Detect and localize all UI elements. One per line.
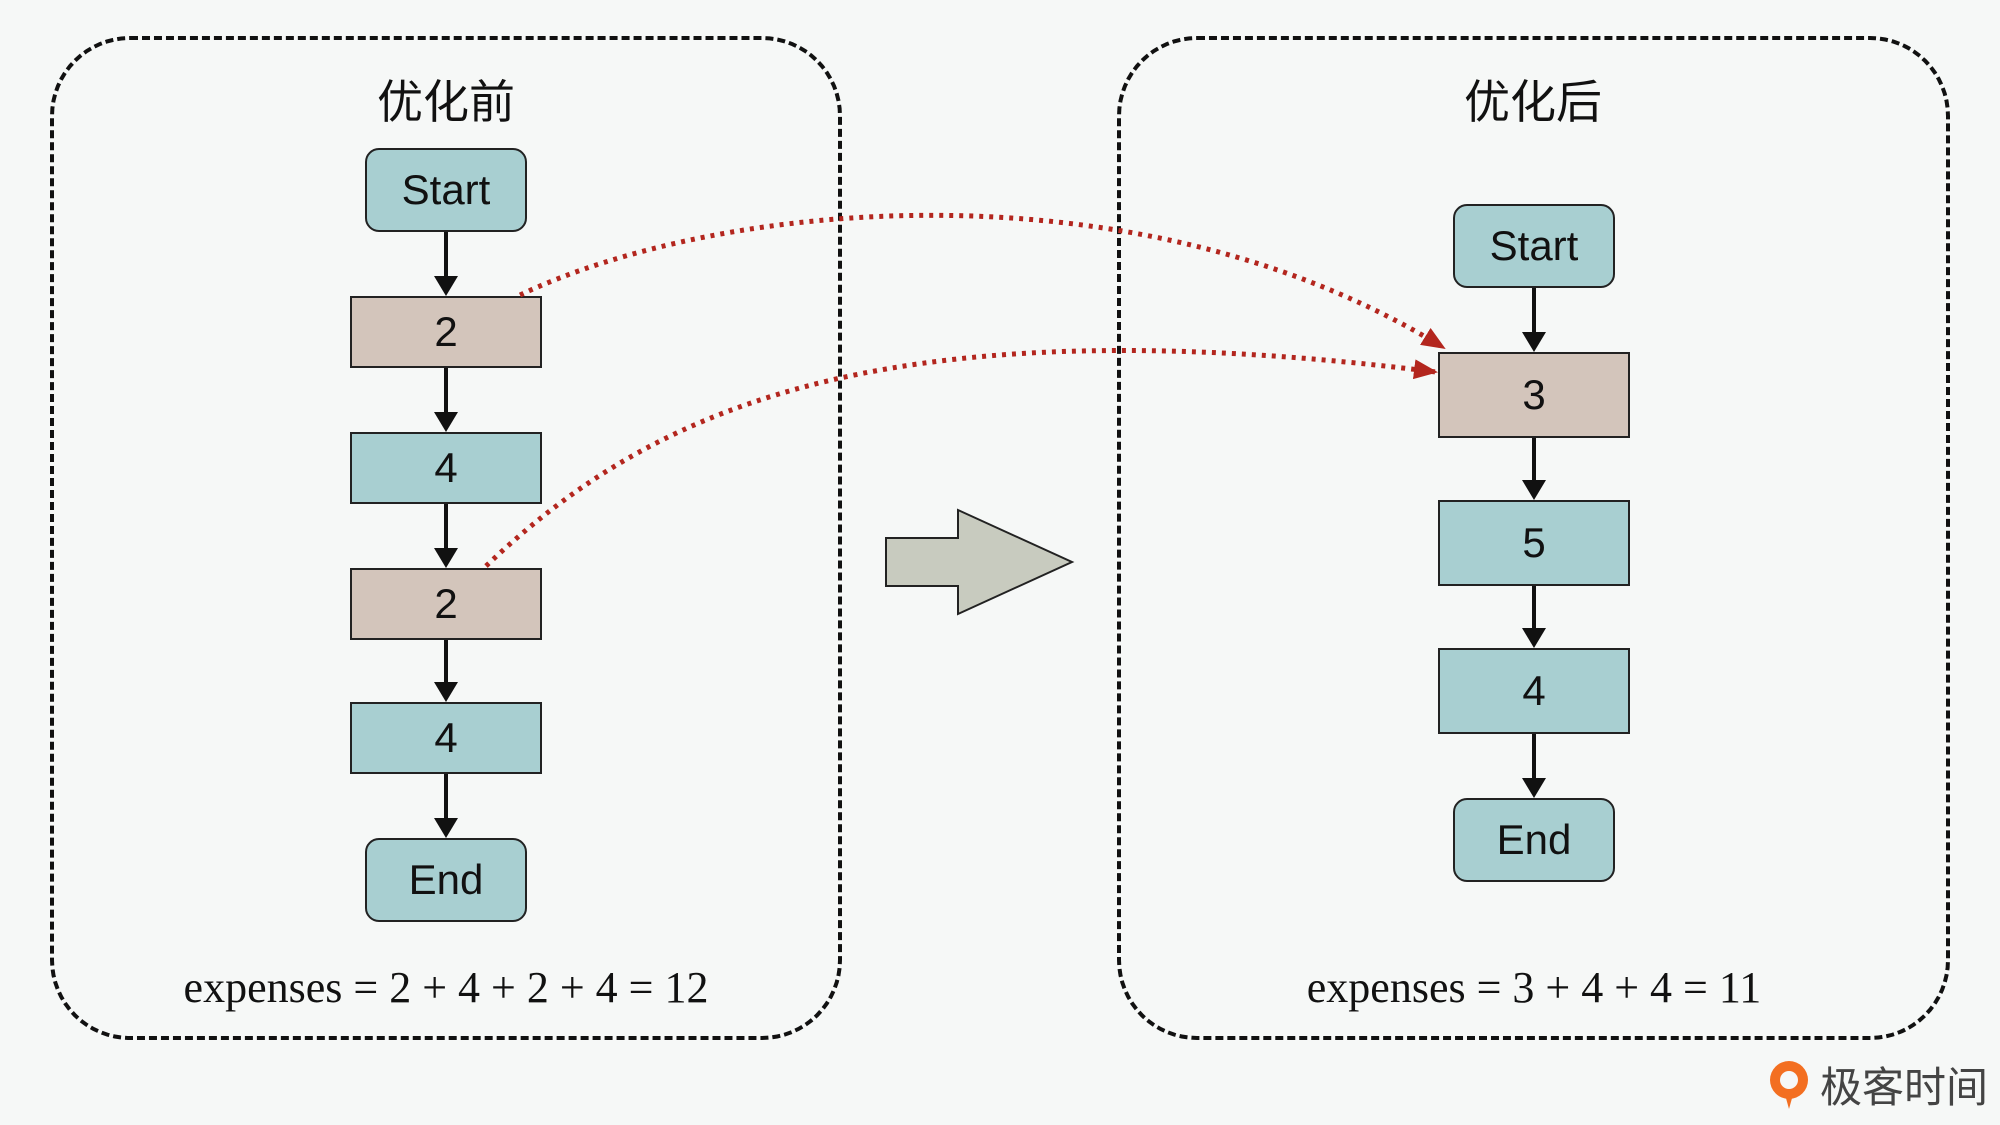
after-block-3: 4 bbox=[1438, 648, 1630, 734]
before-block-1: 2 bbox=[350, 296, 542, 368]
before-arrowhead-2 bbox=[434, 412, 458, 432]
after-panel bbox=[1117, 36, 1950, 1040]
before-end-node: End bbox=[365, 838, 527, 922]
after-arrowhead-2 bbox=[1522, 480, 1546, 500]
before-block-3: 2 bbox=[350, 568, 542, 640]
after-start-node: Start bbox=[1453, 204, 1615, 288]
merge-arrow-1 bbox=[518, 212, 1446, 351]
before-arrowhead-1 bbox=[434, 276, 458, 296]
merge-arrow-2 bbox=[484, 348, 1438, 568]
after-end-node: End bbox=[1453, 798, 1615, 882]
before-block-4: 4 bbox=[350, 702, 542, 774]
after-expense: expenses = 3 + 4 + 4 = 11 bbox=[1306, 963, 1762, 1012]
geektime-logo: 极客时间 bbox=[1766, 1054, 1988, 1115]
before-block-2: 4 bbox=[350, 432, 542, 504]
before-title: 优化前 bbox=[377, 75, 515, 129]
before-panel bbox=[50, 36, 842, 1040]
after-arrowhead-1 bbox=[1522, 332, 1546, 352]
after-arrowhead-4 bbox=[1522, 778, 1546, 798]
after-arrowhead-3 bbox=[1522, 628, 1546, 648]
before-arrowhead-3 bbox=[434, 548, 458, 568]
before-start-node: Start bbox=[365, 148, 527, 232]
before-expense: expenses = 2 + 4 + 2 + 4 = 12 bbox=[183, 963, 709, 1012]
transform-arrow-icon bbox=[885, 508, 1075, 616]
after-block-2: 5 bbox=[1438, 500, 1630, 586]
geektime-logo-icon bbox=[1766, 1059, 1812, 1111]
before-arrowhead-5 bbox=[434, 818, 458, 838]
after-block-1: 3 bbox=[1438, 352, 1630, 438]
before-arrowhead-4 bbox=[434, 682, 458, 702]
logo-text: 极客时间 bbox=[1819, 1063, 1988, 1112]
after-title: 优化后 bbox=[1464, 75, 1602, 129]
